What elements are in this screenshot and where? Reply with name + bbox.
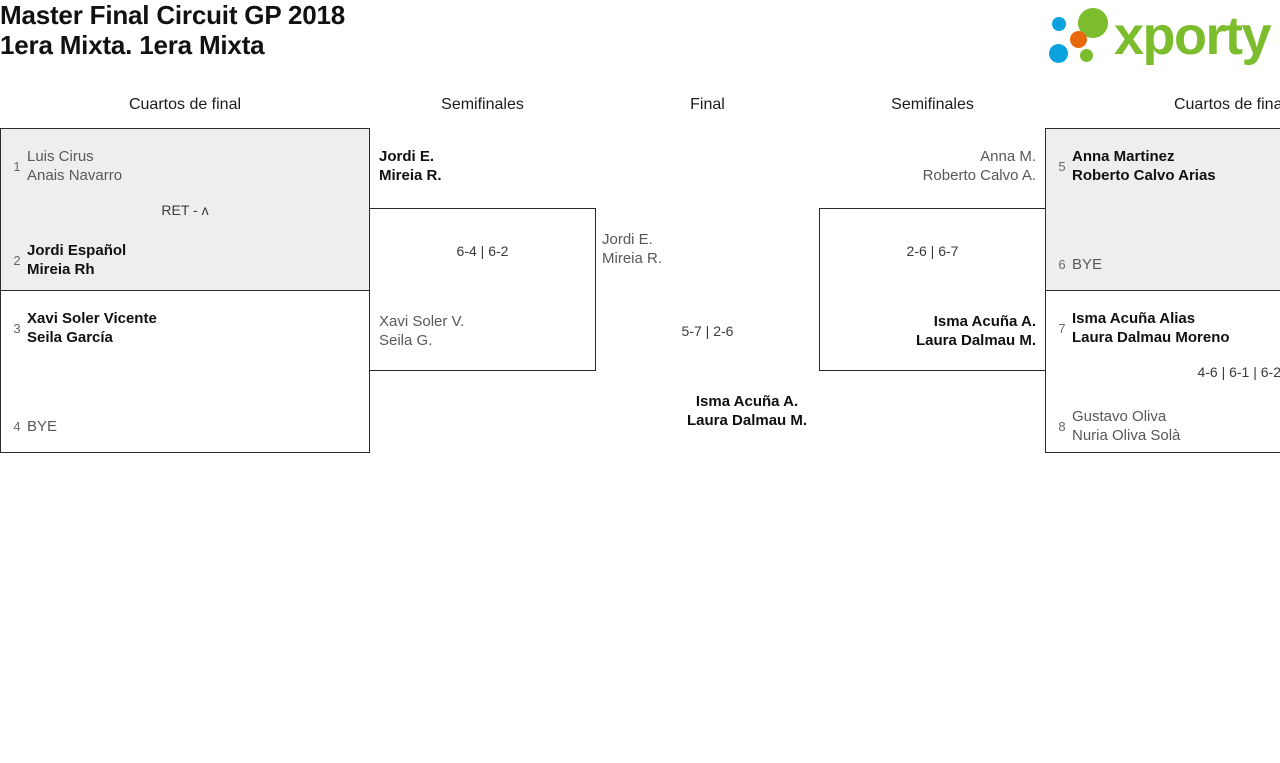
player-line-2: Seila G.: [379, 332, 433, 349]
player-line-1: Jordi E.: [602, 231, 653, 248]
match-quarterfinal-4[interactable]: 7 Isma Acuña Alias Laura Dalmau Moreno 4…: [1045, 290, 1280, 453]
tournament-category: 1era Mixta. 1era Mixta: [0, 30, 265, 60]
player-line-1: Gustavo Oliva: [1072, 408, 1167, 425]
match-semifinal-right[interactable]: Anna M. Roberto Calvo A. 2-6 | 6-7 Isma …: [819, 148, 1046, 371]
competitor-semifinal-left-top[interactable]: Jordi E. Mireia R.: [377, 147, 442, 185]
player-line-1: Jordi Español: [27, 242, 127, 259]
competitor-seed-8[interactable]: 8 Gustavo Oliva Nuria Oliva Solà: [1054, 407, 1180, 445]
round-heading-semifinals-left: Semifinales: [441, 96, 524, 113]
match-score: 4-6 | 6-1 | 6-2: [1197, 364, 1280, 380]
competitor-names: Isma Acuña A. Laura Dalmau M.: [687, 392, 807, 430]
competitor-seed-7[interactable]: 7 Isma Acuña Alias Laura Dalmau Moreno: [1054, 309, 1230, 347]
competitor-final-top[interactable]: Jordi E. Mireia R.: [600, 230, 662, 268]
player-line-2: Mireia R.: [379, 167, 442, 184]
competitor-names: Jordi Español Mireia Rh: [27, 241, 126, 279]
match-final[interactable]: Jordi E. Mireia R. 5-7 | 2-6 Isma Acuña …: [595, 230, 905, 430]
competitor-names: BYE: [1072, 255, 1102, 274]
logo-dot-blue-top-icon: [1052, 17, 1066, 31]
player-line-2: Seila García: [27, 329, 113, 346]
competitor-names: Xavi Soler V. Seila G.: [379, 312, 464, 350]
competitor-seed-2[interactable]: 2 Jordi Español Mireia Rh: [9, 241, 126, 279]
xporty-logo[interactable]: xporty: [1048, 6, 1276, 68]
player-line-1: Anna M.: [980, 148, 1036, 165]
match-quarterfinal-2[interactable]: 3 Xavi Soler Vicente Seila García 4 BYE: [0, 290, 370, 453]
competitor-semifinal-left-bottom[interactable]: Xavi Soler V. Seila G.: [377, 312, 464, 350]
player-line-1: Isma Acuña Alias: [1072, 310, 1196, 327]
seed-number: 2: [13, 252, 21, 268]
player-line-2: Mireia Rh: [27, 261, 95, 278]
player-line-1: Isma Acuña A.: [933, 313, 1036, 330]
seed-number: 7: [1058, 320, 1066, 336]
competitor-seed-3[interactable]: 3 Xavi Soler Vicente Seila García: [9, 309, 157, 347]
player-line-2: Laura Dalmau M.: [687, 412, 808, 429]
match-semifinal-left[interactable]: Jordi E. Mireia R. 6-4 | 6-2 Xavi Soler …: [369, 148, 596, 371]
competitor-seed-1[interactable]: 1 Luis Cirus Anais Navarro: [9, 147, 122, 185]
round-heading-quarterfinals-left: Cuartos de final: [128, 96, 242, 113]
player-line-1: Isma Acuña A.: [695, 393, 799, 410]
seed-number: 8: [1058, 418, 1066, 434]
seed-number: 3: [13, 320, 21, 336]
competitor-semifinal-right-bottom[interactable]: Isma Acuña A. Laura Dalmau M.: [916, 312, 1038, 350]
logo-dot-blue-bottom-icon: [1049, 44, 1068, 63]
player-line-1: Luis Cirus: [27, 148, 94, 165]
match-score: 5-7 | 2-6: [681, 323, 734, 339]
match-quarterfinal-3[interactable]: 5 Anna Martinez Roberto Calvo Arias 6 BY…: [1045, 128, 1280, 291]
seed-number: 1: [13, 158, 21, 174]
competitor-names: Isma Acuña Alias Laura Dalmau Moreno: [1072, 309, 1230, 347]
logo-dot-orange-icon: [1070, 31, 1087, 48]
page-title: Master Final Circuit GP 2018 1era Mixta.…: [0, 0, 345, 60]
competitor-final-winner[interactable]: Isma Acuña A. Laura Dalmau M.: [685, 392, 807, 430]
competitor-semifinal-right-top[interactable]: Anna M. Roberto Calvo A.: [923, 147, 1038, 185]
player-line-2: Roberto Calvo Arias: [1072, 167, 1216, 184]
match-score: 6-4 | 6-2: [456, 243, 509, 259]
competitor-names: Xavi Soler Vicente Seila García: [27, 309, 157, 347]
logo-wordmark: xporty: [1114, 6, 1272, 66]
competitor-names: Isma Acuña A. Laura Dalmau M.: [916, 312, 1036, 350]
player-line-1: Jordi E.: [379, 148, 435, 165]
player-line-1: Xavi Soler Vicente: [27, 310, 157, 327]
player-line-2: Mireia R.: [602, 250, 663, 267]
competitor-seed-6[interactable]: 6 BYE: [1054, 255, 1102, 274]
competitor-names: Jordi E. Mireia R.: [379, 147, 442, 185]
player-line-1: Xavi Soler V.: [379, 313, 465, 330]
competitor-names: Luis Cirus Anais Navarro: [27, 147, 122, 185]
competitor-seed-4[interactable]: 4 BYE: [9, 417, 57, 436]
match-score: 2-6 | 6-7: [906, 243, 959, 259]
competitor-names: Jordi E. Mireia R.: [602, 230, 662, 268]
seed-number: 4: [13, 419, 21, 434]
round-heading-quarterfinals-right: Cuartos de final: [1173, 96, 1280, 113]
competitor-names: Anna Martinez Roberto Calvo Arias: [1072, 147, 1216, 185]
round-heading-semifinals-right: Semifinales: [891, 96, 974, 113]
player-line-2: Nuria Oliva Solà: [1072, 427, 1181, 444]
seed-number: 5: [1058, 158, 1066, 174]
player-line-2: Roberto Calvo A.: [922, 167, 1036, 184]
player-line-1: BYE: [1072, 256, 1103, 273]
tournament-name: Master Final Circuit GP 2018: [0, 0, 346, 30]
logo-dots-icon: [1048, 8, 1120, 66]
tournament-header: Master Final Circuit GP 2018 1era Mixta.…: [0, 0, 1280, 88]
competitor-names: Gustavo Oliva Nuria Oliva Solà: [1072, 407, 1180, 445]
match-score: RET - ʌ: [161, 202, 209, 218]
competitor-seed-5[interactable]: 5 Anna Martinez Roberto Calvo Arias: [1054, 147, 1216, 185]
player-line-1: Anna Martinez: [1072, 148, 1175, 165]
competitor-names: Anna M. Roberto Calvo A.: [923, 147, 1036, 185]
round-heading-final: Final: [690, 96, 725, 113]
player-line-2: Laura Dalmau M.: [915, 332, 1036, 349]
logo-dot-green-small-icon: [1080, 49, 1093, 62]
player-line-2: Laura Dalmau Moreno: [1072, 329, 1230, 346]
player-line-1: BYE: [27, 418, 58, 435]
player-line-2: Anais Navarro: [27, 167, 123, 184]
match-quarterfinal-1[interactable]: 1 Luis Cirus Anais Navarro RET - ʌ 2 Jor…: [0, 128, 370, 291]
competitor-names: BYE: [27, 417, 57, 436]
seed-number: 6: [1058, 257, 1066, 272]
